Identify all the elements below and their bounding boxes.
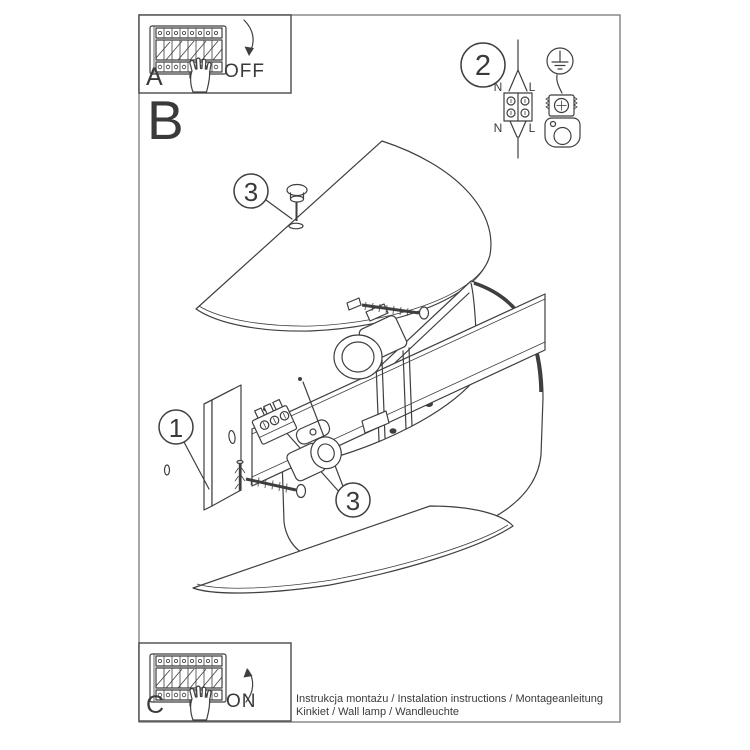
page-border — [138, 14, 621, 723]
footer-line-2: Kinkiet / Wall lamp / Wandleuchte — [296, 706, 459, 718]
callout-1: 1 — [158, 409, 210, 490]
ground-symbol-icon — [546, 47, 574, 75]
footer-line-1: Instrukcja montażu / Instalation instruc… — [296, 693, 603, 705]
footer-text: Instrukcja montażu / Instalation instruc… — [296, 693, 603, 718]
bracket-screw — [346, 297, 430, 320]
wall-plug-anchor — [234, 459, 246, 491]
lamp-wire — [509, 120, 527, 159]
mounting-screw — [245, 475, 307, 499]
hand-icon — [189, 685, 212, 721]
mains-wire — [508, 39, 528, 92]
small-screw — [163, 464, 171, 476]
wiring-diagram: 2 N L N L — [460, 39, 581, 159]
step-a-panel: A OFF — [138, 14, 292, 94]
hand-icon — [189, 57, 212, 93]
step-2-number: 2 — [475, 50, 491, 82]
step-c-panel: C ON — [138, 642, 292, 722]
section-b-label: B — [147, 89, 184, 151]
arrow-up-icon — [243, 668, 254, 703]
ground-wire — [556, 74, 563, 94]
callout-1-number: 1 — [169, 413, 183, 443]
step-a-label: A — [146, 63, 163, 91]
lamp-holder — [286, 436, 342, 482]
step-c-label: C — [146, 691, 164, 719]
shade-screw — [389, 428, 397, 434]
cover-screw-hole — [288, 222, 304, 230]
back-plate — [203, 384, 342, 511]
terminal-block — [503, 92, 533, 122]
top-cover-plate — [195, 140, 492, 332]
arrow-down-icon — [243, 19, 254, 56]
lamp-socket — [333, 303, 408, 380]
thumb-screw-top — [286, 183, 308, 221]
terminal-label-l-top: L — [529, 80, 536, 94]
step-2-callout — [460, 42, 506, 88]
terminal-label-n-top: N — [494, 80, 503, 94]
callout-3-top-number: 3 — [244, 177, 258, 207]
callout-3-top: 3 — [233, 173, 293, 220]
bottom-cover-plate — [192, 505, 514, 594]
terminal-label-n-bottom: N — [494, 121, 503, 135]
power-on-label: ON — [226, 691, 257, 712]
power-off-label: OFF — [224, 61, 265, 82]
terminal-label-l-bottom: L — [529, 121, 536, 135]
exploded-view: 3 — [158, 140, 546, 594]
callout-3-bottom: 3 — [335, 482, 371, 518]
callout-3-bottom-number: 3 — [346, 486, 360, 516]
bracket-tab — [295, 419, 331, 445]
earth-clamp — [544, 94, 581, 148]
terminal-block-3d — [251, 398, 298, 445]
